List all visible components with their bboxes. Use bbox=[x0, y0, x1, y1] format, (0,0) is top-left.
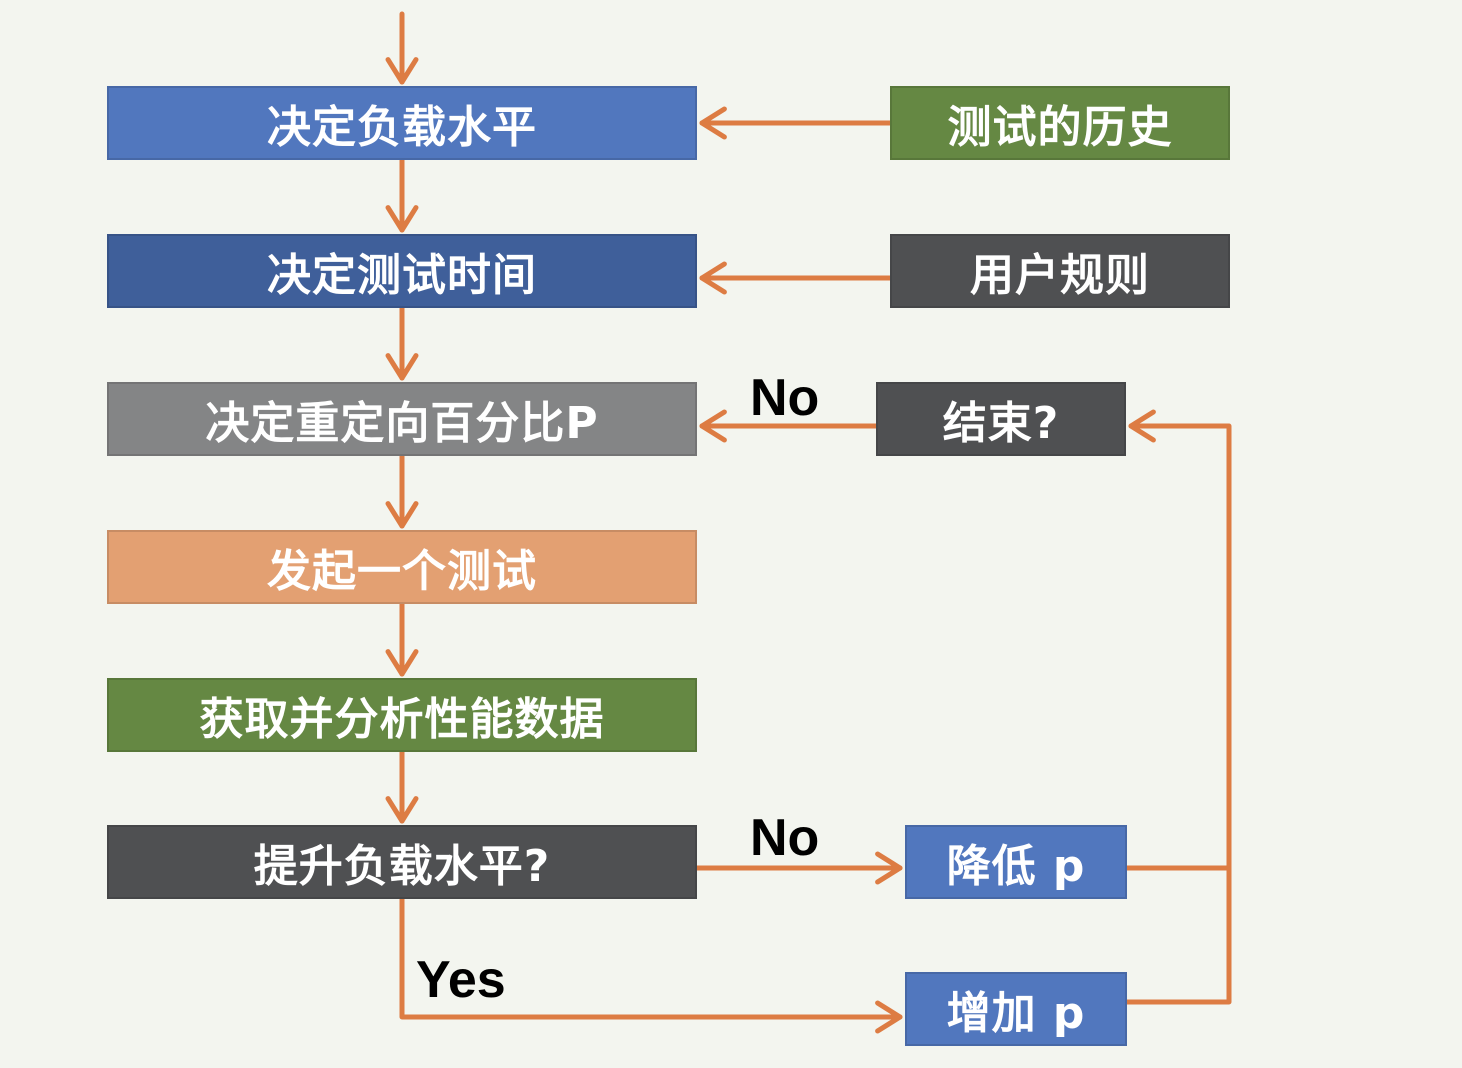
load-level-label: 决定负载水平 bbox=[267, 102, 537, 153]
no-label-end: No bbox=[750, 369, 820, 427]
raise-load-decision: 提升负载水平? bbox=[107, 825, 697, 899]
analyze-data-label: 获取并分析性能数据 bbox=[199, 694, 605, 745]
load-to-time-arrowhead bbox=[385, 205, 419, 233]
test-history-input: 测试的历史 bbox=[890, 86, 1230, 160]
raise-yes-arrowhead bbox=[875, 1000, 903, 1034]
decrease-p-label: 降低 p bbox=[946, 841, 1086, 892]
user-rules-input: 用户规则 bbox=[890, 234, 1230, 308]
redirect-to-start-arrowhead bbox=[385, 501, 419, 529]
increase-p-label: 增加 p bbox=[946, 988, 1086, 1039]
history-to-load-arrowhead bbox=[699, 106, 727, 140]
load-level-step: 决定负载水平 bbox=[107, 86, 697, 160]
time-to-redirect-arrowhead bbox=[385, 353, 419, 381]
no-label-raise: No bbox=[750, 809, 820, 867]
yes-label-raise: Yes bbox=[416, 951, 506, 1009]
entry-arrowhead bbox=[385, 57, 419, 85]
start-test-step: 发起一个测试 bbox=[107, 530, 697, 604]
redirect-percentage-label: 决定重定向百分比P bbox=[205, 398, 599, 449]
test-time-step: 决定测试时间 bbox=[107, 234, 697, 308]
increase-p-step: 增加 p bbox=[905, 972, 1127, 1046]
test-history-label: 测试的历史 bbox=[947, 102, 1173, 153]
end-to-redirect-arrowhead bbox=[699, 409, 727, 443]
rules-to-time-arrowhead bbox=[699, 261, 727, 295]
analyze-to-raise-arrowhead bbox=[385, 796, 419, 824]
redirect-percentage-step: 决定重定向百分比P bbox=[107, 382, 697, 456]
raise-load-decision-label: 提升负载水平? bbox=[253, 841, 551, 892]
test-time-label: 决定测试时间 bbox=[267, 250, 537, 301]
increase-feedback-line bbox=[1124, 423, 1232, 1005]
raise-no-arrowhead bbox=[875, 851, 903, 885]
start-test-label: 发起一个测试 bbox=[267, 546, 537, 597]
end-decision: 结束? bbox=[876, 382, 1126, 456]
start-to-analyze-arrowhead bbox=[385, 649, 419, 677]
end-decision-label: 结束? bbox=[942, 398, 1060, 449]
feedback-arrowhead bbox=[1128, 409, 1156, 443]
user-rules-label: 用户规则 bbox=[970, 250, 1150, 301]
decrease-p-step: 降低 p bbox=[905, 825, 1127, 899]
raise-yes-line bbox=[399, 896, 903, 1020]
analyze-data-step: 获取并分析性能数据 bbox=[107, 678, 697, 752]
